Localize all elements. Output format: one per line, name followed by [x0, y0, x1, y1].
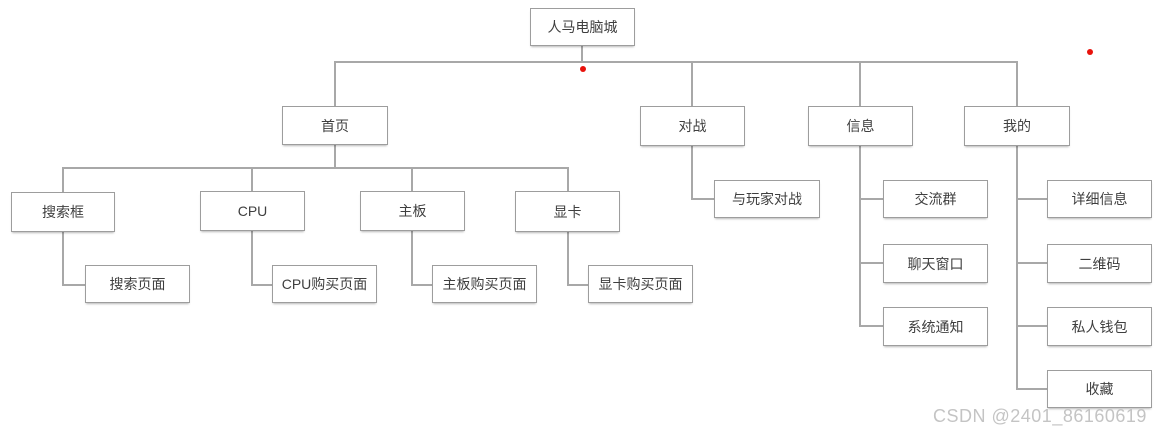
connector-messages-elbow-3	[859, 325, 883, 327]
connector-root-down	[581, 45, 583, 63]
connector-cpu-elbow-v	[251, 231, 253, 286]
connector-drop-mine	[1016, 61, 1018, 106]
connector-mine-elbow-3	[1016, 325, 1047, 327]
node-mine: 我的	[964, 106, 1070, 146]
connector-mine-elbow-1	[1016, 198, 1047, 200]
connector-gpu-elbow-v	[567, 232, 569, 286]
connector-motherboard-elbow-v	[411, 231, 413, 286]
connector-motherboard-elbow-h	[411, 284, 432, 286]
node-chat-group: 交流群	[883, 180, 988, 218]
connector-messages-elbow-2	[859, 262, 883, 264]
csdn-watermark: CSDN @2401_86160619	[933, 406, 1147, 426]
connector-drop-messages	[859, 61, 861, 106]
connector-searchbox-elbow-h	[62, 284, 85, 286]
node-search-page: 搜索页面	[85, 265, 190, 303]
connector-battle-elbow-v	[691, 146, 693, 200]
connector-cpu-elbow-h	[251, 284, 272, 286]
node-root: 人马电脑城	[530, 8, 635, 46]
node-gpu-buy-page: 显卡购买页面	[588, 265, 693, 303]
connector-level2-bus	[62, 167, 569, 169]
node-battle: 对战	[640, 106, 745, 146]
node-search-box: 搜索框	[11, 192, 115, 232]
connector-mine-trunk	[1016, 146, 1018, 390]
connector-drop-battle	[691, 61, 693, 106]
connector-drop-motherboard	[411, 167, 413, 191]
connector-gpu-elbow-h	[567, 284, 588, 286]
node-gpu: 显卡	[515, 191, 620, 232]
connector-battle-elbow-h	[691, 198, 714, 200]
connector-messages-elbow-1	[859, 198, 883, 200]
red-dot-left	[580, 66, 586, 72]
connector-searchbox-elbow-v	[62, 232, 64, 286]
connector-drop-cpu	[251, 167, 253, 191]
connector-top-bus	[334, 61, 1018, 63]
connector-mine-elbow-4	[1016, 388, 1047, 390]
node-messages: 信息	[808, 106, 913, 146]
node-motherboard: 主板	[360, 191, 465, 231]
node-system-notice: 系统通知	[883, 307, 988, 346]
node-favorites: 收藏	[1047, 370, 1152, 408]
node-chat-window: 聊天窗口	[883, 244, 988, 283]
node-motherboard-buy-page: 主板购买页面	[432, 265, 537, 303]
node-detail-info: 详细信息	[1047, 180, 1152, 218]
node-cpu: CPU	[200, 191, 305, 231]
node-qr-code: 二维码	[1047, 244, 1152, 283]
node-home: 首页	[282, 106, 388, 145]
node-battle-with-players: 与玩家对战	[714, 180, 820, 218]
connector-home-down	[334, 145, 336, 169]
node-private-wallet: 私人钱包	[1047, 307, 1152, 346]
connector-drop-home	[334, 61, 336, 106]
connector-messages-trunk	[859, 146, 861, 327]
connector-mine-elbow-2	[1016, 262, 1047, 264]
connector-drop-searchbox	[62, 167, 64, 192]
connector-drop-gpu	[567, 167, 569, 191]
red-dot-right	[1087, 49, 1093, 55]
node-cpu-buy-page: CPU购买页面	[272, 265, 377, 303]
